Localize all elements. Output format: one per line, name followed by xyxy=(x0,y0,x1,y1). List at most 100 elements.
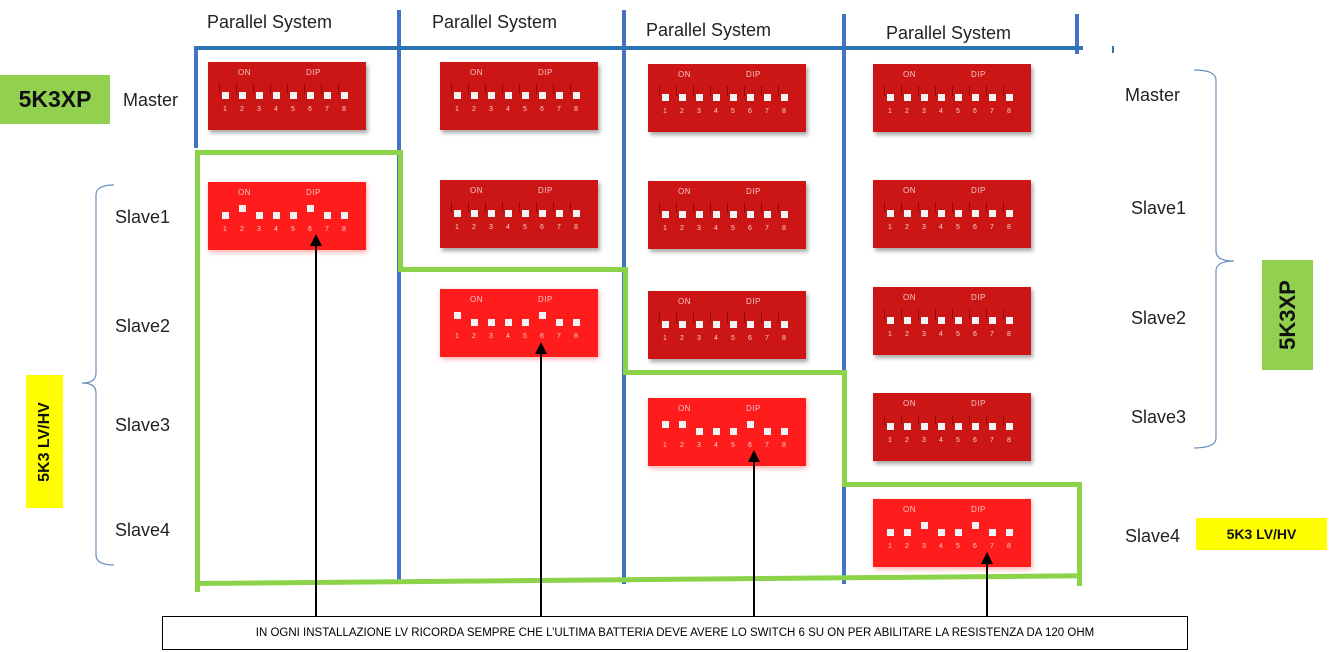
dip-toggle-1 xyxy=(454,92,461,99)
dip-number-3: 3 xyxy=(489,333,493,340)
dip-number-3: 3 xyxy=(922,331,926,338)
dip-toggle-4 xyxy=(273,212,280,219)
dip-number-1: 1 xyxy=(888,543,892,550)
left-vertical-badge-text: 5K3 LV/HV xyxy=(35,401,53,482)
dip-dip-label: DIP xyxy=(971,70,986,79)
left-row-slave3: Slave3 xyxy=(115,415,171,435)
dip-tick xyxy=(485,202,486,212)
dip-tick xyxy=(918,202,919,212)
dip-number-2: 2 xyxy=(680,335,684,342)
dip-tick xyxy=(935,309,936,319)
dip-on-label: ON xyxy=(470,186,483,195)
green-outline-top-1 xyxy=(195,150,403,155)
dip-toggle-6 xyxy=(972,522,979,529)
dip-tick xyxy=(519,202,520,212)
dip-number-7: 7 xyxy=(765,225,769,232)
dip-toggle-8 xyxy=(573,92,580,99)
dip-tick xyxy=(659,203,660,213)
dip-tick xyxy=(502,84,503,94)
dip-tick xyxy=(778,313,779,323)
dip-number-4: 4 xyxy=(714,225,718,232)
dip-tick xyxy=(219,84,220,94)
dip-number-6: 6 xyxy=(540,333,544,340)
dip-dip-label: DIP xyxy=(306,68,321,77)
dip-number-3: 3 xyxy=(697,442,701,449)
dip-number-4: 4 xyxy=(714,108,718,115)
dip-toggle-5 xyxy=(955,210,962,217)
right-row-slave2: Slave2 xyxy=(1131,308,1187,328)
left-model-badge: 5K3XP xyxy=(0,75,110,124)
dip-toggle-2 xyxy=(679,421,686,428)
dip-toggle-3 xyxy=(921,423,928,430)
dip-on-label: ON xyxy=(238,68,251,77)
arrow-head-1 xyxy=(310,234,322,246)
dip-toggle-6 xyxy=(307,205,314,212)
right-bottom-badge: 5K3 LV/HV xyxy=(1196,518,1327,550)
dip-tick xyxy=(935,86,936,96)
dip-tick xyxy=(986,309,987,319)
dip-number-6: 6 xyxy=(748,225,752,232)
dip-tick xyxy=(986,415,987,425)
dip-number-5: 5 xyxy=(523,333,527,340)
dip-number-6: 6 xyxy=(973,437,977,444)
dip-number-7: 7 xyxy=(557,106,561,113)
dip-tick xyxy=(321,84,322,94)
dip-dip-label: DIP xyxy=(971,505,986,514)
dip-number-7: 7 xyxy=(990,331,994,338)
dip-number-8: 8 xyxy=(342,106,346,113)
master-box-left xyxy=(194,46,198,148)
right-brace xyxy=(1193,69,1235,449)
dip-toggle-2 xyxy=(471,210,478,217)
dip-number-7: 7 xyxy=(990,543,994,550)
dip-toggle-3 xyxy=(696,94,703,101)
dip-number-5: 5 xyxy=(523,106,527,113)
master-box-top xyxy=(194,46,1083,50)
dip-tick xyxy=(918,309,919,319)
green-outline-step-3 xyxy=(842,370,847,487)
dip-toggle-8 xyxy=(1006,423,1013,430)
dip-number-6: 6 xyxy=(973,224,977,231)
dip-number-3: 3 xyxy=(257,226,261,233)
arrow-line-2 xyxy=(540,350,542,616)
dip-toggle-4 xyxy=(938,317,945,324)
dip-number-4: 4 xyxy=(714,335,718,342)
dip-number-7: 7 xyxy=(765,108,769,115)
dip-toggle-2 xyxy=(471,319,478,326)
dip-toggle-1 xyxy=(887,210,894,217)
dip-tick xyxy=(693,203,694,213)
dip-number-1: 1 xyxy=(888,437,892,444)
dip-toggle-5 xyxy=(730,94,737,101)
dip-number-4: 4 xyxy=(939,331,943,338)
dip-toggle-8 xyxy=(781,94,788,101)
dip-tick xyxy=(1003,415,1004,425)
dip-toggle-5 xyxy=(730,321,737,328)
dip-tick xyxy=(519,84,520,94)
dip-number-8: 8 xyxy=(782,225,786,232)
dip-toggle-2 xyxy=(904,94,911,101)
dip-number-3: 3 xyxy=(697,335,701,342)
dip-tick xyxy=(744,86,745,96)
dip-tick xyxy=(287,84,288,94)
left-row-slave4: Slave4 xyxy=(115,520,171,540)
dip-toggle-1 xyxy=(662,321,669,328)
dip-toggle-6 xyxy=(539,210,546,217)
column-title-1: Parallel System xyxy=(207,12,333,32)
dip-tick xyxy=(693,313,694,323)
dip-toggle-6 xyxy=(972,423,979,430)
dip-tick xyxy=(901,309,902,319)
dip-tick xyxy=(451,202,452,212)
dip-toggle-1 xyxy=(887,529,894,536)
dip-dip-label: DIP xyxy=(746,404,761,413)
column-divider-4 xyxy=(1075,14,1079,54)
dip-toggle-1 xyxy=(222,92,229,99)
right-vertical-badge-text: 5K3XP xyxy=(1274,280,1300,350)
right-vertical-badge: 5K3XP xyxy=(1262,260,1313,370)
dip-dip-label: DIP xyxy=(971,186,986,195)
dip-dip-label: DIP xyxy=(306,188,321,197)
dip-tick xyxy=(570,84,571,94)
dip-toggle-4 xyxy=(938,529,945,536)
dip-on-label: ON xyxy=(678,404,691,413)
dip-number-5: 5 xyxy=(956,543,960,550)
